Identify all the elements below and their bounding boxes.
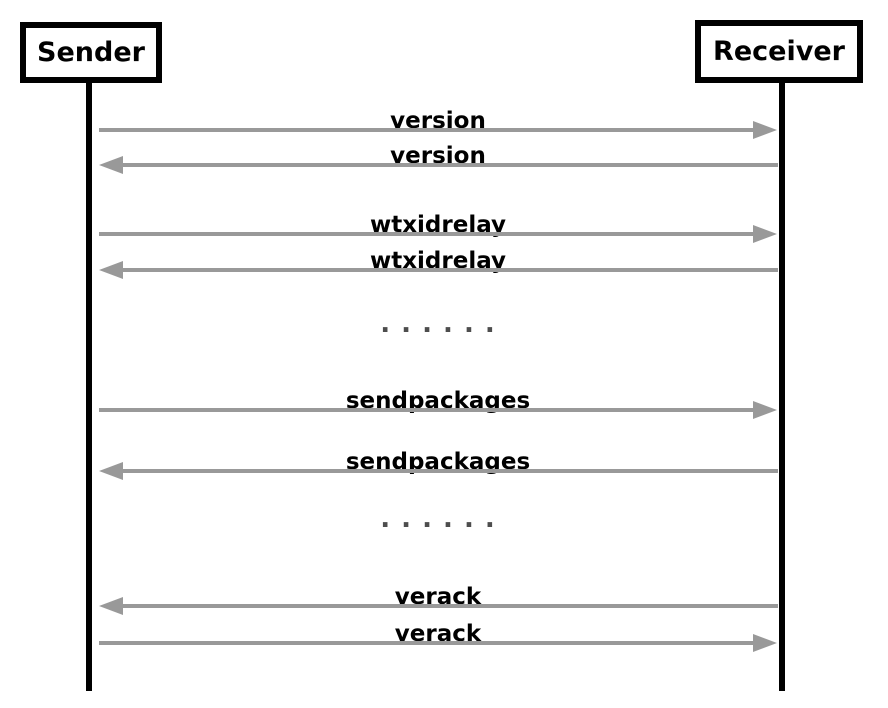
- arrowhead-left-icon: [99, 261, 123, 279]
- lifeline-receiver: [779, 83, 785, 691]
- arrowhead-left-icon: [99, 597, 123, 615]
- message-line: [99, 641, 753, 645]
- message-line: [123, 268, 778, 272]
- lifeline-sender: [86, 83, 92, 691]
- actor-box-receiver: Receiver: [695, 20, 863, 83]
- arrowhead-left-icon: [99, 462, 123, 480]
- message-line: [123, 469, 778, 473]
- actor-label-receiver: Receiver: [713, 36, 845, 67]
- message-line: [123, 604, 778, 608]
- actor-label-sender: Sender: [37, 37, 145, 68]
- arrowhead-right-icon: [753, 225, 777, 243]
- message-line: [99, 232, 753, 236]
- message-line: [99, 408, 753, 412]
- message-line: [123, 163, 778, 167]
- ellipsis-label: . . . . . .: [380, 309, 496, 339]
- arrowhead-right-icon: [753, 401, 777, 419]
- arrowhead-right-icon: [753, 121, 777, 139]
- arrowhead-left-icon: [99, 156, 123, 174]
- actor-box-sender: Sender: [20, 22, 162, 83]
- ellipsis-label: . . . . . .: [380, 504, 496, 534]
- arrowhead-right-icon: [753, 634, 777, 652]
- message-line: [99, 128, 753, 132]
